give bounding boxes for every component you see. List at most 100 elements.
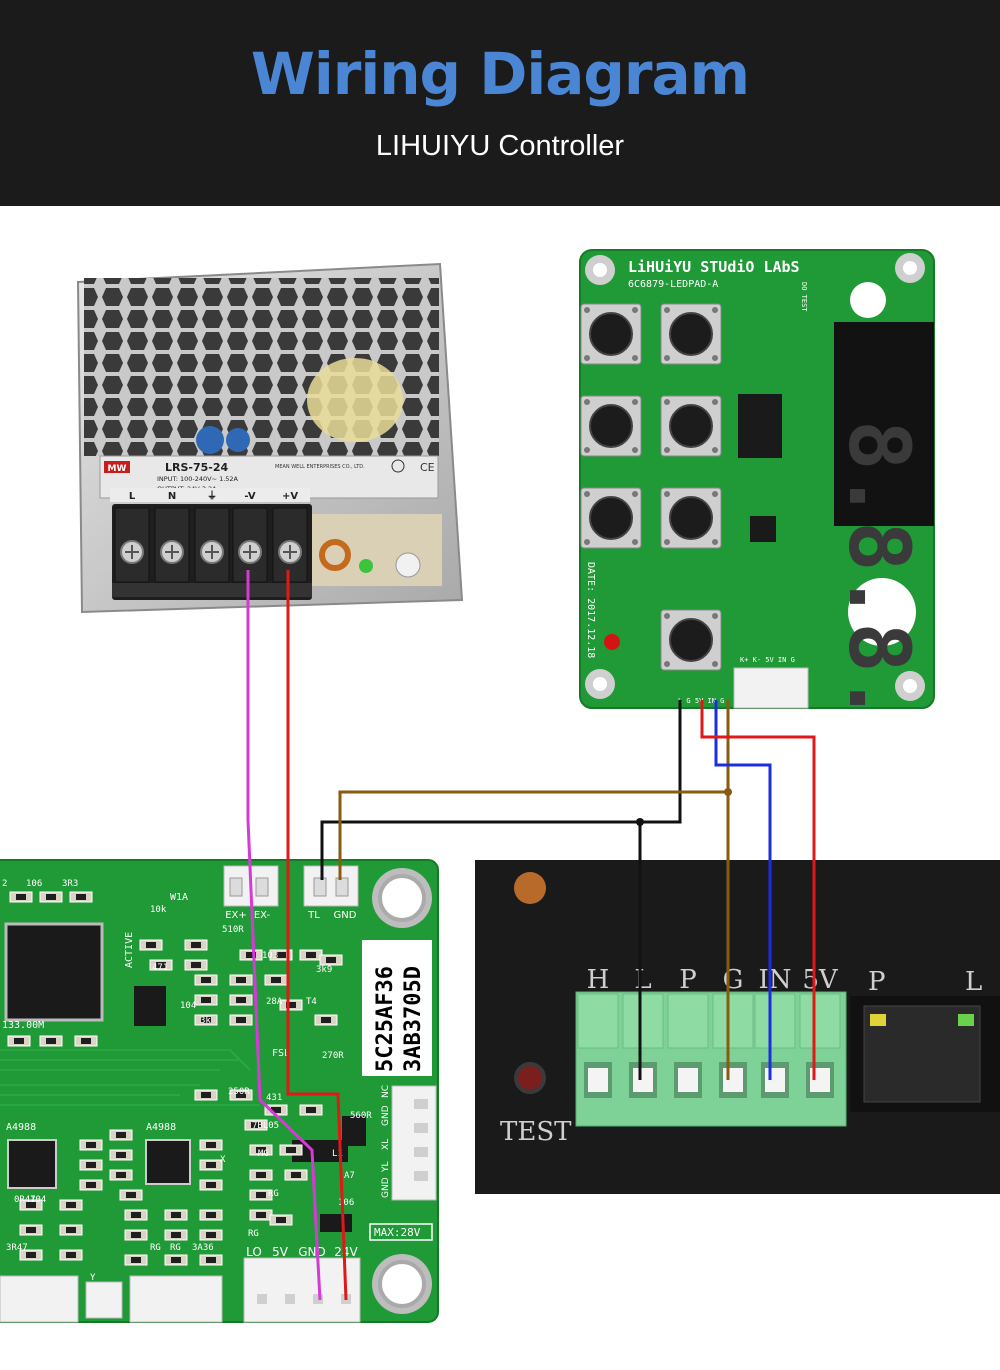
mainboard-power-pin-label: 24V	[334, 1245, 358, 1259]
mainboard-x-motor-connector	[0, 1275, 79, 1323]
mainboard-silk-label: MG	[258, 1149, 269, 1159]
mainboard-power-pin-label: GND	[298, 1245, 326, 1259]
laser-psu-coil-icon	[514, 872, 546, 904]
smd-component-body	[116, 1132, 126, 1138]
mainboard-mount-hole	[378, 874, 426, 922]
wire-red-5v	[700, 700, 816, 1080]
keypad-button-up-2[interactable]	[660, 303, 722, 365]
smd-component-body	[236, 997, 246, 1003]
psu-terminal-label: ⏚	[207, 490, 217, 502]
mainboard-silk-label: X	[220, 1155, 226, 1165]
psu-terminal-label: -V	[244, 491, 255, 502]
mainboard-silk-label: 510R	[222, 925, 244, 935]
psu-led-icon	[359, 559, 373, 573]
page-title: Wiring Diagram	[250, 40, 750, 108]
connector-pin	[414, 1099, 428, 1109]
mainboard-side-pin-label: GND	[381, 1105, 391, 1126]
connector-pin	[255, 877, 269, 897]
mainboard-silk-label: 3k9	[316, 965, 332, 975]
keypad-button-left[interactable]	[580, 395, 642, 457]
page-subtitle: LIHUIYU Controller	[375, 130, 625, 162]
terminal-wire-entry[interactable]	[678, 1068, 698, 1092]
terminal-wire-entry[interactable]	[723, 1068, 743, 1092]
certification-mark-icon	[391, 459, 405, 473]
rj45-led-yellow-icon	[870, 1014, 886, 1026]
mainboard-chip-label: FSL	[272, 1048, 290, 1059]
smd-component-body	[326, 957, 336, 963]
mainboard-power-pin-label: LO	[246, 1245, 262, 1259]
keypad-button-down[interactable]	[580, 487, 642, 549]
smd-component-body	[201, 997, 211, 1003]
psu-capacitor-icon	[226, 428, 250, 452]
smd-component-body	[321, 1017, 331, 1023]
psu-trimmer-icon	[395, 552, 421, 578]
led-pad-mount-hole	[850, 282, 886, 318]
smd-component-body	[76, 894, 86, 900]
smd-component-body	[206, 1162, 216, 1168]
terminal-wire-entry[interactable]	[765, 1068, 785, 1092]
keypad-button-down-2[interactable]	[660, 487, 722, 549]
mount-hole-center	[593, 263, 607, 277]
psu-terminal-label: N	[168, 491, 176, 502]
smd-component-body	[286, 1147, 296, 1153]
connector-pin	[313, 877, 327, 897]
mainboard-power-connector	[243, 1257, 361, 1323]
mainboard-silk-label: 560R	[350, 1111, 372, 1121]
smd-component-body	[26, 1202, 36, 1208]
smd-component-body	[206, 1142, 216, 1148]
mainboard-silk-label: L1	[332, 1149, 343, 1159]
laser-terminal-label: 5V	[802, 965, 839, 995]
smd-component-body	[291, 1172, 301, 1178]
wire-black-ground	[320, 700, 682, 1080]
keypad-button-up[interactable]	[580, 303, 642, 365]
terminal-wire-entry[interactable]	[633, 1068, 653, 1092]
mainboard-chip-label: ACTIVE	[124, 932, 135, 968]
mount-hole-center	[903, 261, 917, 275]
smd-component-body	[131, 1232, 141, 1238]
smd-component-body	[156, 962, 166, 968]
psu-transformer-icon	[307, 358, 403, 442]
smd-component-body	[256, 1172, 266, 1178]
screw-slot-icon	[125, 545, 139, 559]
smd-component-body	[276, 1217, 286, 1223]
test-button[interactable]	[514, 1062, 546, 1094]
led-pad-mount-hole	[848, 578, 916, 646]
smd-component-body	[146, 942, 156, 948]
laser-terminal-label: G	[723, 965, 744, 995]
wire-junction-dot	[636, 818, 644, 826]
keypad-button-enter[interactable]	[660, 609, 722, 671]
mainboard-silk-label: 106	[338, 1198, 354, 1208]
serial-line-1: 5C25AF36	[373, 966, 398, 1072]
psu-terminal-label-row	[110, 488, 310, 502]
laser-terminal-label: P	[679, 965, 697, 995]
rj45-label-l: L	[965, 967, 982, 997]
wiring-scene: MW LRS-75-24 MEAN WELL ENTERPRISES CO., …	[0, 249, 1000, 1323]
led-pad-side-pins: K+ K- 5V IN G	[740, 656, 795, 664]
smd-component-body	[131, 1257, 141, 1263]
mainboard-mount-hole	[378, 1260, 426, 1308]
mainboard-side-pin-label: GND	[381, 1177, 391, 1198]
smd-component-body	[16, 894, 26, 900]
connector-pin	[414, 1171, 428, 1181]
smd-component-body	[201, 1017, 211, 1023]
psu-model: LRS-75-24	[165, 461, 228, 474]
smd-component-body	[246, 952, 256, 958]
smd-component-body	[276, 952, 286, 958]
smd-component-body	[116, 1172, 126, 1178]
smd-component-body	[191, 942, 201, 948]
smd-component-body	[26, 1227, 36, 1233]
mainboard-chip-label: W1A	[170, 892, 188, 903]
smd-component-body	[14, 1038, 24, 1044]
wire-junction-dot	[724, 788, 732, 796]
smd-component-body	[86, 1182, 96, 1188]
mainboard-top-pin-label: EX+	[225, 910, 247, 921]
keypad-button-right[interactable]	[660, 395, 722, 457]
rj45-label-p: P	[868, 967, 886, 997]
mainboard-chip-label: 133.00M	[2, 1020, 44, 1031]
terminal-wire-entry[interactable]	[588, 1068, 608, 1092]
smd-component-body	[201, 977, 211, 983]
max-voltage-label: MAX:28V	[374, 1226, 421, 1239]
serial-line-2: 3AB3705D	[401, 966, 426, 1072]
